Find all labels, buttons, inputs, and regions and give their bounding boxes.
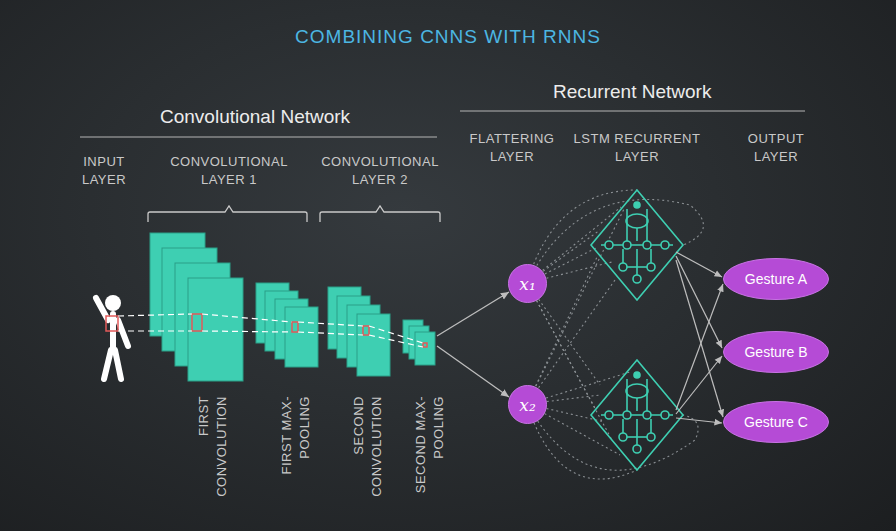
output-arrow: [676, 252, 722, 277]
projection-line: [298, 322, 363, 326]
recurrent-connection: [527, 199, 703, 283]
receptive-field: [106, 316, 118, 331]
output-arrow: [676, 256, 722, 348]
node-shape: [724, 332, 829, 373]
projection-line: [118, 314, 423, 347]
flatten-arrow: [437, 292, 509, 397]
gesture-name: Gesture C: [744, 414, 808, 430]
receptive-field: [106, 314, 427, 347]
brace: [148, 206, 307, 222]
feature-map: [285, 307, 318, 367]
stage-label: SECOND MAX-POOLING: [412, 396, 448, 516]
layer-label: OUTPUT LAYER: [736, 130, 816, 166]
person-figure: [104, 350, 111, 379]
output-arrow: [676, 260, 723, 417]
projection-line: [369, 326, 423, 343]
feature-map: [150, 233, 435, 381]
receptive-field: [292, 322, 298, 332]
output-arrow: [676, 284, 723, 410]
gesture-name: Gesture A: [745, 271, 807, 287]
layer-label: INPUT LAYER: [74, 153, 134, 189]
feature-map: [188, 278, 243, 381]
flatten-arrow: [437, 346, 509, 397]
heading-rule: [80, 137, 437, 138]
layer-label: CONVOLUTIONAL LAYER 2: [310, 153, 450, 189]
input-node: x₁: [508, 264, 547, 303]
brace: [148, 206, 440, 222]
flatten-arrow: [437, 292, 509, 336]
input-node: x₂: [508, 385, 547, 424]
projection-line: [118, 330, 192, 331]
recurrent-connection: [527, 190, 703, 479]
person-figure: [105, 295, 121, 311]
output-node: Gesture C: [723, 401, 829, 443]
receptive-field: [192, 314, 202, 331]
diagram-title: COMBINING CNNS WITH RNNS: [0, 26, 896, 48]
layer-label: FLATTERING LAYER: [457, 130, 567, 166]
projection-line: [202, 314, 292, 322]
heading-rule: [460, 111, 805, 112]
person-figure: [118, 320, 128, 346]
projection-line: [202, 331, 292, 332]
person-figure: [115, 350, 121, 379]
feature-map: [357, 314, 390, 376]
feature-map: [415, 332, 435, 365]
layer-label: LSTM RECURRENT LAYER: [552, 130, 722, 166]
receptive-field: [423, 343, 427, 347]
input-name: x₁: [519, 274, 535, 294]
brace: [320, 206, 440, 222]
projection-line: [369, 335, 423, 347]
output-node: Gesture B: [723, 331, 829, 373]
input-name: x₂: [519, 395, 535, 415]
node-shape: [509, 265, 547, 303]
projection-line: [118, 314, 192, 316]
output-arrow: [676, 418, 722, 423]
receptive-field: [363, 326, 369, 335]
node-shape: [724, 402, 829, 443]
output-node: Gesture A: [723, 258, 829, 300]
person-figure: [96, 295, 128, 379]
section-heading: Recurrent Network: [553, 81, 711, 103]
stage-label: FIRST MAX-POOLING: [278, 396, 314, 516]
stage-label: FIRST CONVOLUTION: [195, 396, 231, 516]
node-shape: [724, 259, 829, 300]
section-heading: Convolutional Network: [160, 106, 350, 128]
recurrent-connection: [527, 280, 615, 404]
stage-label: SECOND CONVOLUTION: [350, 396, 386, 516]
lstm-cell: [591, 360, 683, 470]
output-arrow: [676, 252, 723, 423]
projection-line: [298, 332, 363, 335]
lstm-cell: [591, 190, 683, 300]
output-arrow: [676, 356, 722, 414]
layer-label: CONVOLUTIONAL LAYER 1: [159, 153, 299, 189]
recurrent-connection: [527, 207, 625, 404]
gesture-name: Gesture B: [744, 344, 807, 360]
node-shape: [509, 386, 547, 424]
